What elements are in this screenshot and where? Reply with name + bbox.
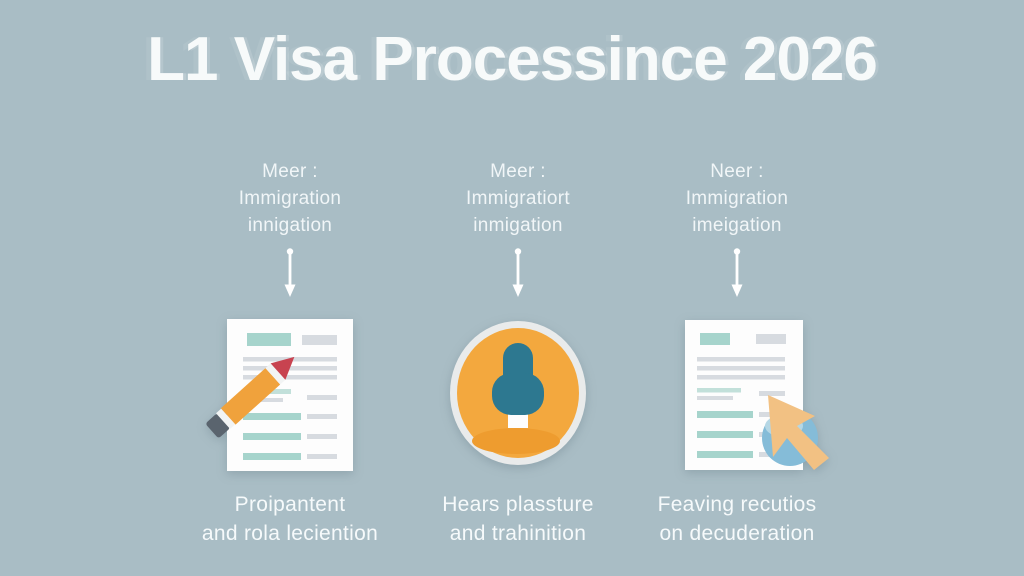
document-cursor-icon [685,320,829,470]
down-arrow-icon [730,248,744,298]
doc-line [307,454,337,459]
caption-line: on decuderation [659,522,815,545]
step-caption-2: Hears plassture and trahinition [442,490,594,548]
label-line: innigation [247,215,333,236]
document-pencil-icon [206,319,353,471]
pencil-tip [270,356,295,380]
doc-line [243,453,301,460]
step-label-3: Neer : Immigration imeigation [686,158,789,239]
document-cursor-icon [617,317,857,473]
label-line: Meer : [490,161,546,182]
doc-line [759,391,785,396]
doc-line [243,375,337,380]
microphone-icon [492,373,544,415]
doc-line [243,366,337,371]
label-line: Neer : [710,161,764,182]
step-caption-1: Proipantent and rola leciention [202,490,378,548]
doc-line [307,414,337,419]
mic-stem [508,413,528,428]
pencil-eraser [206,414,230,438]
cursor-arrow-icon [768,395,829,470]
mic-shadow [472,428,560,454]
down-arrow-icon [512,248,524,297]
doc-line [243,413,301,420]
document-pencil-icon [170,317,410,473]
caption-line: and rola leciention [201,522,379,545]
doc-line [700,333,730,345]
doc-line [697,366,785,371]
page-title: L1 Visa Processince 2026 [147,25,878,94]
label-line: Meer : [262,161,318,182]
down-arrow-icon [283,248,297,298]
pencil-icon [206,356,295,438]
label-line: Immigratiort [466,188,570,209]
doc-line [247,333,291,346]
step-column-2: Meer : Immigratiort inmigation Hears pla… [398,0,638,576]
doc-line [243,398,283,402]
doc-line [307,395,337,400]
step-label-1: Meer : Immigration innigation [239,158,342,239]
caption-line: and trahinition [449,522,587,545]
doc-line [307,434,337,439]
doc-line [697,357,785,362]
pencil-collar [265,363,286,385]
doc-line [302,335,337,345]
doc-line [756,334,786,344]
microphone-badge-icon [398,317,638,473]
down-arrow-icon [284,248,296,297]
caption-line: Proipantent [234,493,346,516]
step-label-2: Meer : Immigratiort inmigation [466,158,570,239]
label-line: imeigation [692,215,782,236]
label-line: inmigation [473,215,563,236]
down-arrow-icon [731,248,743,297]
label-line: Immigration [238,188,342,209]
doc-line [697,396,733,400]
step-caption-3: Feaving recutios on decuderation [658,490,817,548]
doc-line [697,375,785,380]
doc-line [697,411,753,418]
doc-line [697,451,753,458]
down-arrow-icon [511,248,525,298]
caption-line: Feaving recutios [657,493,817,516]
doc-line [243,433,301,440]
caption-line: Hears plassture [442,493,594,516]
label-line: Immigration [685,188,789,209]
pencil-body [220,368,281,425]
doc-line [697,431,753,438]
doc-line [697,388,741,393]
step-column-1: Meer : Immigration innigation [170,0,410,576]
microphone-badge-icon [450,321,586,465]
pencil-band [215,408,236,429]
step-column-3: Neer : Immigration imeigation [617,0,857,576]
